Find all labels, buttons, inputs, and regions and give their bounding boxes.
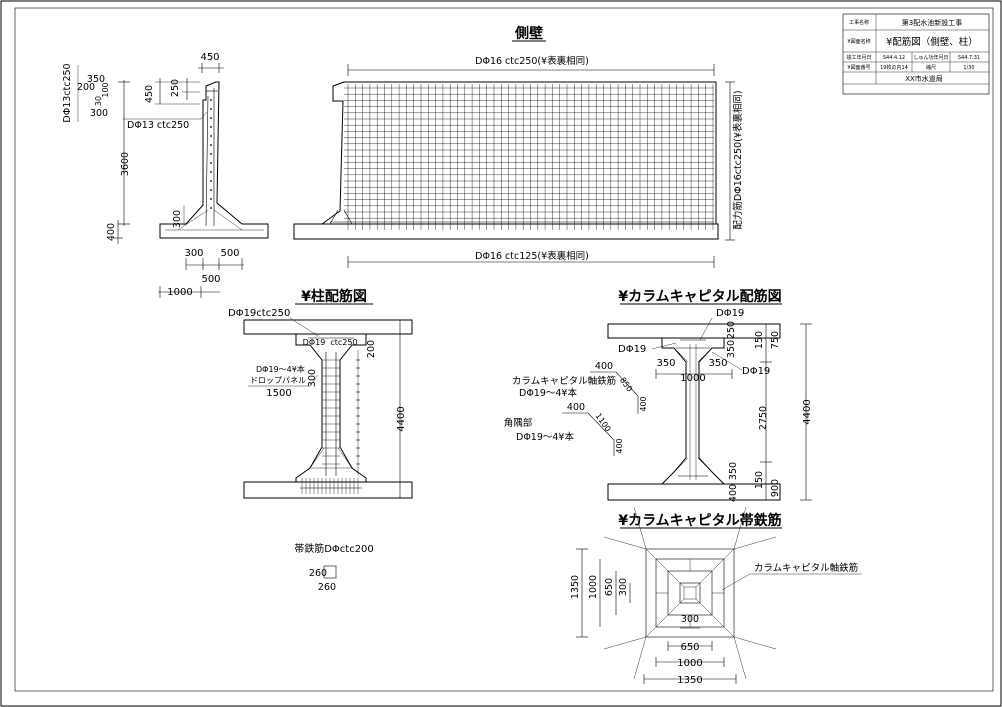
tie-plan-h1350: 1350 [677, 675, 702, 686]
tie-plan-h650: 650 [680, 642, 699, 653]
tb-project-label: 工事名称 [849, 19, 869, 26]
tie-plan-v650: 650 [604, 578, 615, 596]
tb-drawing-value: ¥配筋図（側壁、柱） [886, 36, 978, 48]
side-wall-bottom-rebar: DΦ16 ctc125(¥表裏相同) [475, 250, 589, 262]
tie-plan-axial-label: カラムキャピタル軸鉄筋 [754, 562, 858, 574]
column-inner-rebar-b: ctc250 [330, 338, 357, 347]
capital-dim-250: 250 [726, 321, 737, 339]
tie-plan-h300: 300 [681, 614, 699, 625]
column-dim-1500: 1500 [266, 388, 291, 399]
capital-title: ¥カラムキャピタル配筋図 [618, 288, 781, 305]
column-dim-4400: 4400 [396, 406, 407, 431]
column-dim-200: 200 [366, 340, 377, 358]
section-dim-250: 250 [170, 79, 181, 97]
side-wall-top-rebar: DΦ16 ctc250(¥表裏相同) [475, 55, 589, 67]
section-dim-30: 30 [94, 96, 103, 106]
tb-row3-a: 竣工年月日 [846, 54, 871, 61]
section-base-1000: 1000 [167, 287, 192, 298]
capital-bend-1100: 1100 [594, 412, 613, 434]
side-wall-rebar-grid [329, 84, 714, 230]
column-note-count: DΦ19～4¥本 [256, 364, 305, 374]
capital-tie-plan: ¥カラムキャピタル帯鉄筋 カラムキャピタル軸鉄筋 [570, 506, 862, 686]
section-base-500-2: 500 [201, 274, 220, 285]
column-title: ¥柱配筋図 [301, 288, 367, 305]
capital-corner-rebar: DΦ19～4¥本 [516, 431, 574, 443]
tie-plan-v300: 300 [618, 578, 629, 596]
column-tie-label: 帯鉄筋DΦctc200 [294, 542, 374, 555]
section-rebar-label: DΦ13 ctc250 [127, 120, 189, 131]
capital-dim-4400: 4400 [802, 399, 813, 424]
tb-row3-b: S44.4.12 [883, 55, 905, 61]
capital-bend-400-a: 400 [595, 361, 613, 372]
tb-row3-c: しゅん功年月日 [913, 54, 948, 61]
capital-dim-350-right: 350 [708, 358, 727, 369]
tb-project-value: 第3配水池新設工事 [902, 18, 962, 27]
capital-dim-750: 750 [770, 331, 781, 349]
capital-dim-350: 350 [726, 340, 737, 358]
column-bottom-rebars [301, 478, 359, 494]
drawing-frame [14, 7, 994, 692]
capital-dim-2750: 2750 [758, 406, 769, 430]
section-dim-450-left: 450 [144, 85, 155, 103]
column-inner-rebar-a: DΦ19 [303, 338, 326, 347]
section-dim-300: 300 [90, 108, 108, 119]
column-dim-300: 300 [307, 369, 318, 387]
capital-bend-400-c: 400 [567, 402, 585, 413]
column-tie-shape [323, 565, 337, 579]
section-base-300: 300 [184, 248, 203, 259]
capital-rebar-drawing: ¥カラムキャピタル配筋図 DΦ19 DΦ19 DΦ19 250 350 150 … [504, 288, 813, 502]
column-note-drop-panel: ドロップパネル [250, 376, 306, 385]
capital-bend-400-b: 400 [639, 396, 648, 411]
side-wall-distribution-rebar: 配力筋DΦ16ctc250(¥表裏相同) [732, 90, 744, 229]
section-base-500: 500 [220, 248, 239, 259]
tb-row4-b: 19枚の内14 [880, 64, 908, 71]
capital-rebar-left: DΦ19 [618, 344, 646, 355]
column-rebar-drawing: ¥柱配筋図 DΦ19ctc250 DΦ19 ctc250 200 300 440… [228, 288, 413, 593]
column-top-rebar: DΦ19ctc250 [228, 308, 290, 319]
section-dim-450-top: 450 [200, 52, 219, 63]
section-rebar-vertical: DΦ13ctc250 [62, 63, 73, 122]
capital-dim-350-bottom: 350 [728, 462, 739, 480]
capital-dim-1000: 1000 [680, 373, 705, 384]
tie-plan-h1000: 1000 [677, 658, 702, 669]
capital-bend-850: 850 [618, 376, 634, 394]
capital-dim-150: 150 [754, 331, 765, 349]
tb-row4-a: ¥図面番号 [847, 64, 870, 71]
tb-row4-d: 1/30 [963, 65, 974, 71]
section-dim-3600: 3600 [120, 152, 131, 176]
capital-axial-rebar: DΦ19～4¥本 [519, 387, 577, 399]
column-tie-dim-a: 260 [309, 568, 327, 579]
column-tie-marks [322, 350, 360, 475]
capital-rebar-right: DΦ19 [742, 366, 770, 377]
wall-section-rebar-dots [210, 99, 212, 209]
capital-rebar-top: DΦ19 [716, 308, 744, 319]
section-dim-100: 100 [101, 82, 110, 97]
section-dim-300-low: 300 [172, 210, 183, 228]
tie-plan-v1350: 1350 [570, 575, 581, 599]
capital-dim-900: 900 [770, 479, 781, 497]
capital-dim-400-bottom: 400 [728, 484, 739, 502]
capital-axial-label: カラムキャピタル軸鉄筋 [512, 375, 616, 387]
capital-dim-350-left: 350 [656, 358, 675, 369]
capital-bend-400-d: 400 [615, 438, 624, 453]
tb-owner: XX市水道局 [905, 74, 943, 83]
section-dim-400: 400 [106, 223, 117, 241]
tb-drawing-label: ¥図面名称 [847, 38, 870, 45]
side-wall-elevation: 側壁 DΦ16 ctc250(¥表裏相同) DΦ16 ctc125(¥表裏相同)… [293, 25, 744, 268]
capital-dim-150-bottom: 150 [754, 471, 765, 489]
wall-section: 450 350 200 300 100 30 450 250 DΦ13ctc25… [62, 52, 269, 298]
capital-corner-label: 角隅部 [504, 417, 533, 429]
title-block: 工事名称 第3配水池新設工事 ¥図面名称 ¥配筋図（側壁、柱） 竣工年月日 S4… [842, 13, 990, 95]
tie-plan-title: ¥カラムキャピタル帯鉄筋 [618, 512, 781, 529]
section-dim-350: 350 [87, 74, 105, 85]
section-dim-200: 200 [77, 82, 95, 93]
column-tie-dim-b: 260 [318, 582, 336, 593]
tb-row3-d: S44.7.31 [958, 55, 980, 61]
side-wall-title: 側壁 [514, 25, 543, 42]
tb-row4-c: 縮尺 [926, 64, 936, 71]
tie-plan-v1000: 1000 [588, 575, 599, 599]
